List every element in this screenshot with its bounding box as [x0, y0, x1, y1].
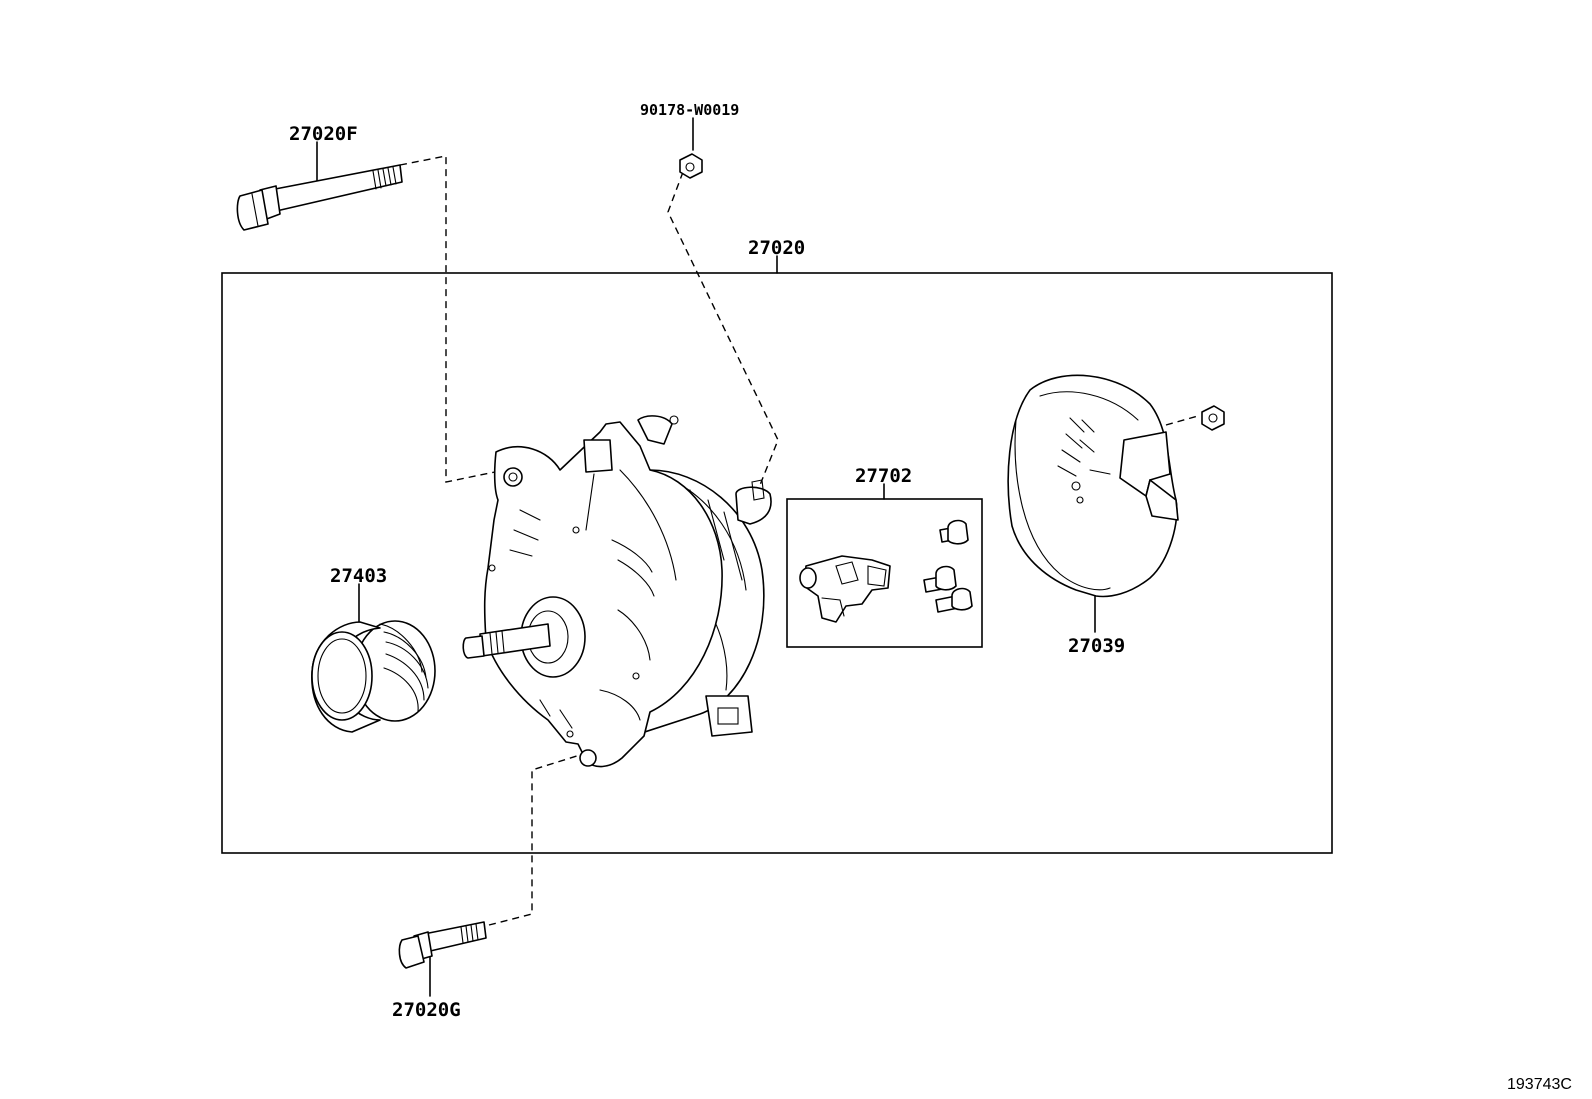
pulley-drawing [311, 620, 436, 733]
part-number-27039: 27039 [1068, 635, 1125, 657]
rear-cover-nut-drawing [1201, 405, 1225, 431]
part-number-27403: 27403 [330, 565, 387, 587]
upper-bolt-drawing [236, 164, 403, 231]
part-number-90178-W0019: 90178-W0019 [640, 101, 739, 119]
alternator-body-drawing [462, 415, 772, 768]
top-nut-drawing [679, 153, 703, 179]
rear-cover-drawing [1007, 374, 1179, 598]
part-number-27702: 27702 [855, 465, 912, 487]
brush-holder-screws-drawing [923, 519, 973, 613]
part-number-27020F: 27020F [289, 123, 358, 145]
lower-bolt-drawing [398, 921, 487, 969]
part-number-27020G: 27020G [392, 999, 461, 1021]
illustration-reference-number: 193743C [1507, 1076, 1572, 1093]
brush-holder-drawing [799, 555, 891, 623]
assembly-dashed-lines [399, 155, 1199, 926]
alternator-assembly-frame [221, 272, 1333, 854]
part-number-27020: 27020 [748, 237, 805, 259]
